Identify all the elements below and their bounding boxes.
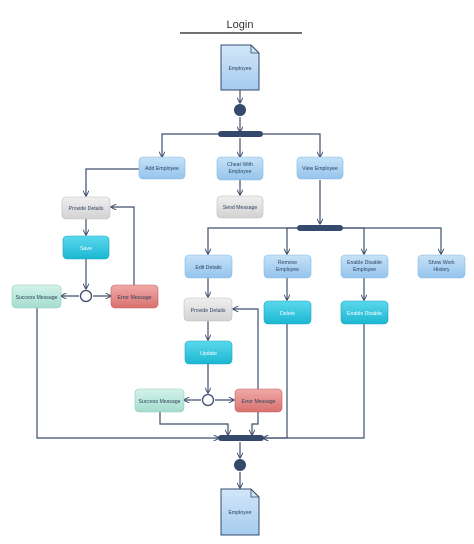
join-bar — [218, 435, 264, 441]
edge-fork2-to-edit — [208, 227, 298, 254]
edge-error2-to-join — [252, 412, 259, 435]
remove-employee-label-line1: Remove — [278, 260, 297, 266]
edge-add-to-provide — [86, 168, 140, 196]
employee-document-top-label: Employee — [228, 66, 251, 72]
provide-details-label-2: Provide Details — [191, 308, 226, 314]
view-employee-label: View Employee — [302, 166, 338, 172]
enable-disable-node — [340, 300, 389, 325]
show-work-history-label-line1: Show Work — [428, 260, 455, 266]
cheat-with-employee-label-line2: Employee — [228, 169, 251, 175]
enable-disable-employee-label-line1: Enable Disable — [347, 260, 382, 266]
success-message-node-1 — [11, 284, 62, 309]
add-employee-label: Add Employee — [145, 166, 179, 172]
delete-label: Delete — [280, 311, 295, 317]
edge-fork2-to-history — [342, 227, 441, 254]
employee-document-bottom-label: Employee — [228, 510, 251, 516]
error-message-label-2: Error Message — [241, 399, 275, 405]
remove-employee-label-line2: Employee — [276, 267, 299, 273]
success-message-node-2 — [134, 388, 185, 413]
edge-delete-to-join — [263, 324, 288, 438]
employee-document-top — [220, 44, 260, 91]
error-message-node-2 — [234, 388, 283, 413]
delete-node — [263, 300, 312, 325]
view-employee-node — [296, 156, 344, 180]
edge-success1-to-join — [36, 308, 219, 438]
cheat-with-employee-node — [216, 156, 264, 181]
send-message-node — [216, 195, 264, 219]
fork-bar-1 — [218, 131, 263, 137]
enable-disable-label: Enable Disable — [347, 311, 382, 317]
add-employee-node — [138, 156, 186, 180]
edge-fork2-to-enable — [342, 227, 364, 254]
edge-error2-to-provide2 — [233, 309, 259, 389]
enable-disable-employee-node — [340, 254, 389, 279]
fold-corner-icon — [250, 489, 259, 498]
decision-node-1 — [79, 289, 93, 303]
error-message-label-1: Error Message — [117, 295, 151, 301]
success-message-label-1: Success Message — [15, 295, 57, 301]
save-node — [62, 235, 110, 260]
cheat-with-employee-label-line1: Cheat With — [227, 162, 253, 168]
diagram-title: Login — [227, 19, 254, 31]
remove-employee-node — [263, 254, 312, 279]
success-message-label-2: Success Message — [138, 399, 180, 405]
edit-details-label: Edit Details — [195, 265, 222, 271]
decision-node-2 — [201, 393, 215, 407]
error-message-node-1 — [110, 284, 159, 309]
edge-fork-to-add-employee — [162, 133, 219, 157]
fold-corner-icon — [250, 45, 259, 54]
update-label: Update — [200, 351, 217, 357]
fork-bar-2 — [297, 225, 343, 231]
start-node — [234, 104, 246, 116]
show-work-history-node — [417, 254, 466, 279]
send-message-label: Send Message — [223, 205, 258, 211]
provide-details-node-1 — [61, 196, 111, 220]
edge-fork-to-view-employee — [262, 133, 320, 157]
edit-details-node — [184, 254, 233, 279]
edge-success2-to-join — [159, 412, 228, 435]
edge-enabledisable-to-join — [263, 324, 365, 438]
provide-details-label-1: Provide Details — [69, 206, 104, 212]
show-work-history-label-line2: History — [433, 267, 450, 273]
update-node — [184, 340, 233, 365]
save-label: Save — [80, 246, 92, 252]
edge-fork2-to-remove — [287, 227, 298, 254]
edge-error-to-provide — [111, 207, 135, 285]
end-node — [234, 459, 246, 471]
provide-details-node-2 — [183, 297, 233, 322]
employee-document-bottom — [220, 488, 260, 536]
enable-disable-employee-label-line2: Employee — [353, 267, 376, 273]
